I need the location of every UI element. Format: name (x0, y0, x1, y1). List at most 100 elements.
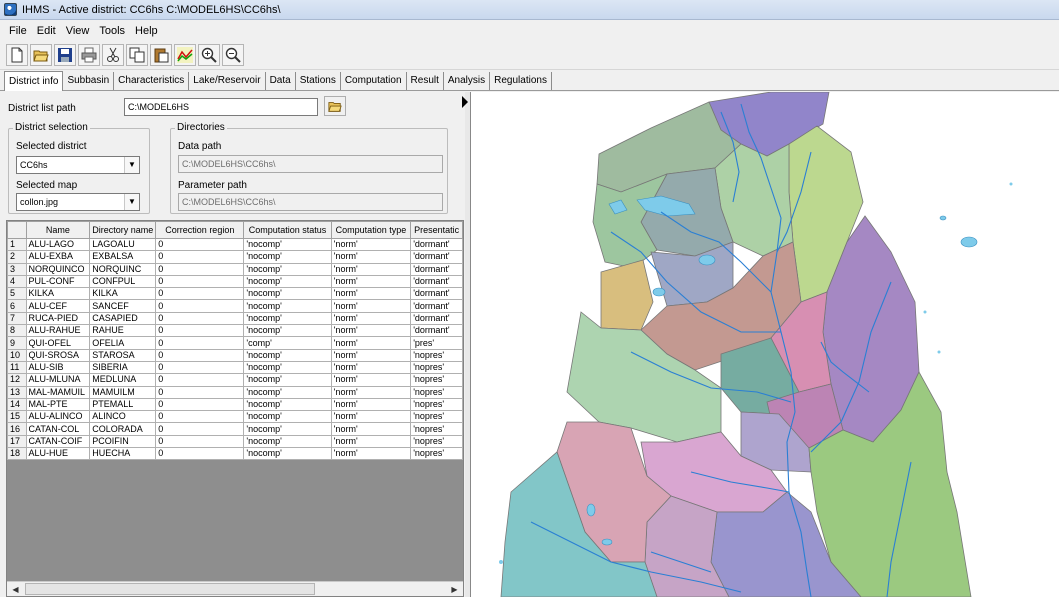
print-button[interactable] (78, 43, 100, 66)
open-button[interactable] (30, 43, 52, 66)
table-cell[interactable]: LAGOALU (89, 237, 157, 252)
table-cell[interactable]: 0 (155, 348, 245, 362)
table-cell[interactable]: 'dormant' (410, 324, 463, 338)
table-cell[interactable]: 0 (155, 237, 245, 252)
table-cell[interactable]: 'nocomp' (243, 287, 332, 301)
table-cell[interactable]: 0 (155, 299, 245, 313)
tab-result[interactable]: Result (406, 72, 444, 90)
save-button[interactable] (54, 43, 76, 66)
table-cell[interactable]: 'nocomp' (243, 299, 332, 313)
table-cell[interactable]: MAMUILM (89, 385, 157, 399)
table-cell[interactable]: 0 (155, 360, 245, 375)
row-number[interactable]: 9 (7, 336, 27, 350)
row-number[interactable]: 10 (7, 348, 27, 362)
tab-regulations[interactable]: Regulations (490, 72, 552, 90)
table-cell[interactable]: ALU-SIB (25, 360, 91, 375)
district-list-path-field[interactable]: C:\MODEL6HS (124, 98, 318, 116)
table-cell[interactable]: 'dormant' (410, 237, 463, 252)
table-cell[interactable]: 'dormant' (410, 262, 463, 276)
table-cell[interactable]: 'norm' (330, 250, 412, 264)
chevron-down-icon[interactable]: ▼ (124, 157, 139, 173)
tab-characteristics[interactable]: Characteristics (114, 72, 190, 90)
table-cell[interactable]: MEDLUNA (89, 373, 157, 387)
menu-help[interactable]: Help (135, 24, 158, 37)
table-cell[interactable]: 'norm' (330, 336, 412, 350)
browse-button[interactable] (324, 96, 346, 116)
chevron-down-icon[interactable]: ▼ (124, 194, 139, 210)
table-cell[interactable]: MAL-PTE (25, 397, 91, 412)
row-number[interactable]: 7 (7, 311, 27, 326)
table-cell[interactable]: 'dormant' (410, 311, 463, 326)
table-cell[interactable]: RAHUE (89, 324, 157, 338)
column-header[interactable]: Computation status (243, 221, 332, 239)
table-cell[interactable]: 'norm' (330, 410, 412, 424)
table-cell[interactable]: 0 (155, 250, 245, 264)
table-cell[interactable]: 0 (155, 410, 245, 424)
tab-data[interactable]: Data (265, 72, 296, 90)
table-cell[interactable]: 0 (155, 447, 245, 461)
table-cell[interactable]: 'norm' (330, 385, 412, 399)
column-header[interactable]: Computation type (330, 221, 412, 239)
table-cell[interactable]: KILKA (25, 287, 91, 301)
table-cell[interactable]: MAL-MAMUIL (25, 385, 91, 399)
table-cell[interactable]: 'nocomp' (243, 434, 332, 449)
table-cell[interactable]: 0 (155, 262, 245, 276)
table-cell[interactable]: 'nocomp' (243, 324, 332, 338)
table-cell[interactable]: 0 (155, 422, 245, 436)
table-cell[interactable]: 'nocomp' (243, 311, 332, 326)
table-cell[interactable]: 'norm' (330, 274, 412, 289)
table-cell[interactable]: 'norm' (330, 262, 412, 276)
table-cell[interactable]: CATAN-COL (25, 422, 91, 436)
row-number[interactable]: 17 (7, 434, 27, 449)
table-cell[interactable]: KILKA (89, 287, 157, 301)
tab-district-info[interactable]: District info (4, 71, 64, 91)
table-cell[interactable]: RUCA-PIED (25, 311, 91, 326)
table-cell[interactable]: 'norm' (330, 397, 412, 412)
column-header[interactable]: Presentatic (410, 221, 463, 239)
table-cell[interactable]: 'nocomp' (243, 250, 332, 264)
chart-button[interactable] (174, 43, 196, 66)
table-cell[interactable]: 0 (155, 311, 245, 326)
table-cell[interactable]: 0 (155, 324, 245, 338)
row-number[interactable]: 8 (7, 324, 27, 338)
table-cell[interactable]: 'norm' (330, 348, 412, 362)
table-cell[interactable]: PTEMALL (89, 397, 157, 412)
zoom-out-button[interactable] (222, 43, 244, 66)
table-cell[interactable]: ALU-MLUNA (25, 373, 91, 387)
menu-tools[interactable]: Tools (99, 24, 126, 37)
menu-edit[interactable]: Edit (36, 24, 56, 37)
table-cell[interactable]: SIBERIA (89, 360, 157, 375)
table-cell[interactable]: ALU-HUE (25, 447, 91, 461)
table-cell[interactable]: 0 (155, 274, 245, 289)
column-header[interactable] (7, 221, 27, 239)
tab-computation[interactable]: Computation (340, 72, 407, 90)
row-number[interactable]: 14 (7, 397, 27, 412)
table-cell[interactable]: 'dormant' (410, 287, 463, 301)
table-cell[interactable]: 'nocomp' (243, 385, 332, 399)
table-cell[interactable]: 'nocomp' (243, 237, 332, 252)
table-cell[interactable]: 'comp' (243, 336, 332, 350)
table-cell[interactable]: 0 (155, 336, 245, 350)
table-cell[interactable]: 'nopres' (410, 447, 463, 461)
row-number[interactable]: 11 (7, 360, 27, 375)
table-cell[interactable]: 'nopres' (410, 434, 463, 449)
collapse-arrow-icon[interactable] (462, 96, 468, 108)
row-number[interactable]: 16 (7, 422, 27, 436)
copy-button[interactable] (126, 43, 148, 66)
table-cell[interactable]: 'nocomp' (243, 274, 332, 289)
table-cell[interactable]: 'nocomp' (243, 397, 332, 412)
table-cell[interactable]: 'nopres' (410, 360, 463, 375)
column-header[interactable]: Directory name (89, 221, 157, 239)
